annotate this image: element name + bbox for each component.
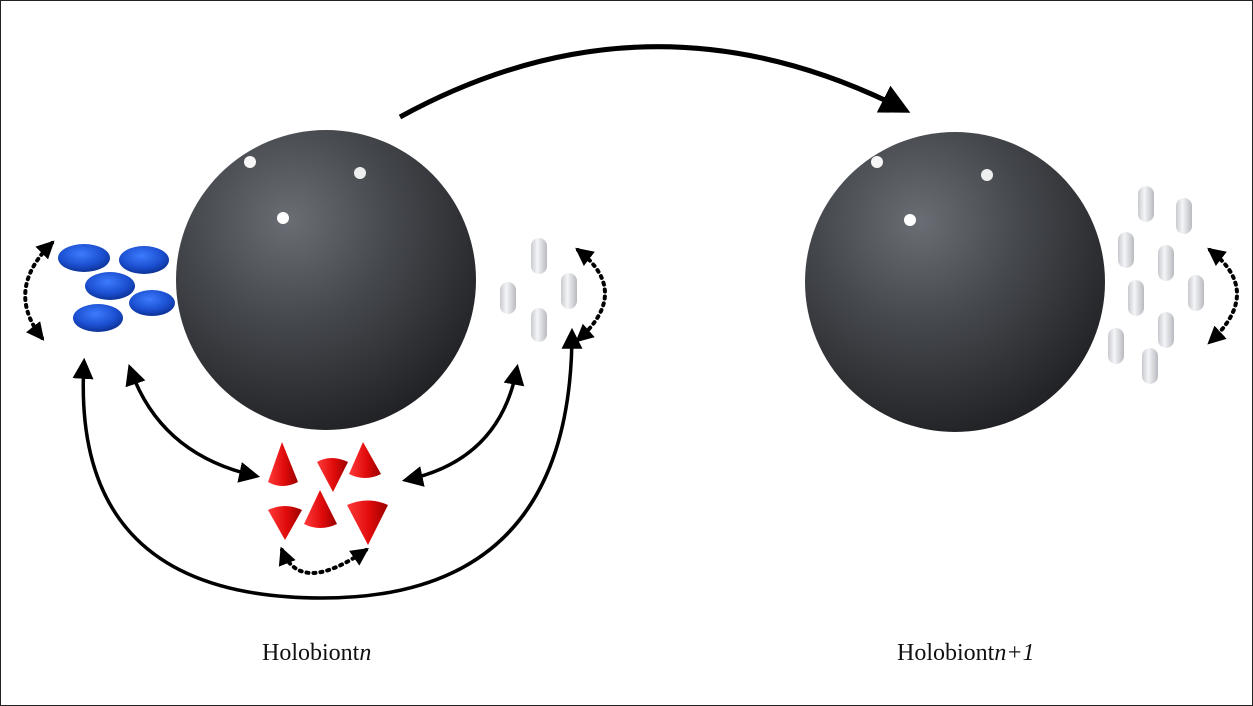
white-capsule-icon — [1158, 312, 1174, 348]
white-capsule-icon — [1142, 348, 1158, 384]
blue-microbe-group — [58, 244, 175, 332]
blue-disc-icon — [58, 244, 110, 272]
white-capsule-icon — [1176, 198, 1192, 234]
red-cone-icon — [304, 490, 337, 528]
red-microbe-group — [268, 442, 388, 545]
red-cone-icon — [349, 442, 381, 478]
holobiont-n-plus-1-label: Holobiontn+1 — [897, 640, 1035, 667]
white-capsule-icon — [1188, 275, 1204, 311]
generation-variable: n+1 — [994, 640, 1035, 666]
white-capsule-icon — [1128, 280, 1144, 316]
interaction-arrow-blue-white — [72, 327, 583, 600]
interaction-arrow-blue-red — [125, 364, 261, 483]
self-loop-arrow-blue — [23, 240, 55, 341]
holobiont-n-label: Holobiontn — [262, 640, 371, 667]
white-microbe-group-n-plus-1 — [1108, 186, 1204, 384]
white-capsule-icon — [1118, 232, 1134, 268]
blue-disc-icon — [129, 290, 175, 316]
white-capsule-icon — [1158, 245, 1174, 281]
red-cone-icon — [347, 500, 388, 545]
white-capsule-icon — [561, 273, 577, 309]
white-capsule-icon — [531, 308, 547, 342]
host-sphere-n — [176, 130, 476, 430]
self-loop-arrow-white-n-plus-1 — [1207, 247, 1239, 345]
white-capsule-icon — [531, 238, 547, 274]
white-capsule-icon — [500, 282, 516, 314]
holobiont-word: Holobiont — [897, 640, 995, 666]
interaction-arrow-red-white — [401, 363, 525, 487]
holobiont-word: Holobiont — [262, 640, 360, 666]
red-cone-icon — [268, 506, 302, 540]
blue-disc-icon — [119, 246, 169, 274]
white-microbe-group-n — [500, 238, 577, 342]
white-capsule-icon — [1138, 186, 1154, 222]
white-capsule-icon — [1108, 328, 1124, 364]
host-sphere-n-plus-1 — [805, 132, 1105, 432]
blue-disc-icon — [85, 272, 135, 300]
blue-disc-icon — [73, 304, 123, 332]
transmission-arrow — [398, 44, 911, 120]
self-loop-arrow-white — [575, 247, 607, 343]
self-loop-arrow-red — [278, 546, 369, 575]
generation-variable: n — [359, 640, 372, 666]
red-cone-icon — [317, 458, 348, 492]
red-cone-icon — [268, 442, 298, 486]
